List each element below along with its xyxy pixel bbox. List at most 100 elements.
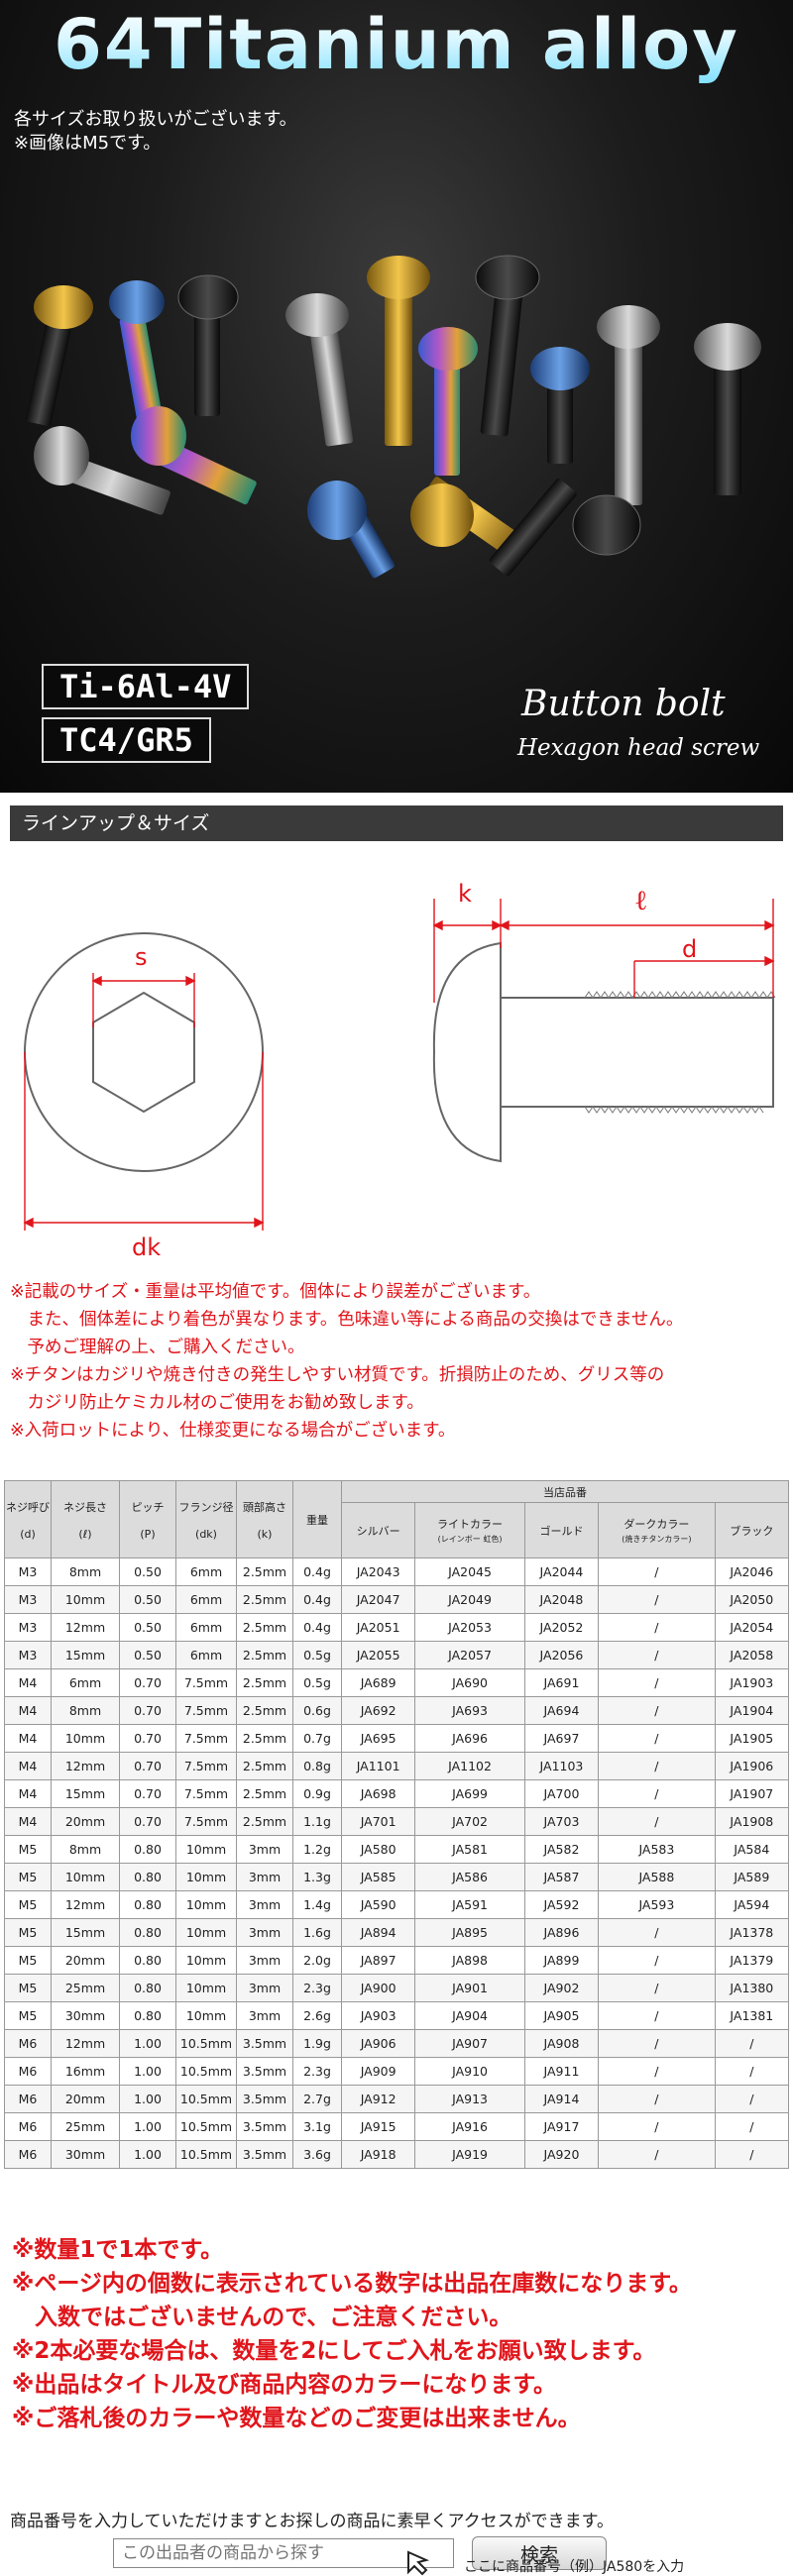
table-cell: / — [598, 1779, 716, 1808]
table-cell: JA2053 — [414, 1613, 525, 1642]
table-cell: M6 — [4, 2112, 52, 2141]
table-cell: M5 — [4, 1890, 52, 1919]
table-cell: M3 — [4, 1641, 52, 1669]
order-note-line: ※ページ内の個数に表示されている数字は出品在庫数になります。 — [12, 2271, 692, 2297]
table-cell: 6mm — [175, 1613, 237, 1642]
table-cell: M5 — [4, 1946, 52, 1975]
note-line: ※チタンはカジリや焼き付きの発生しやすい材質です。折損防止のため、グリス等の — [10, 1365, 665, 1385]
bolt-black-lying-icon — [489, 478, 641, 577]
table-cell: JA593 — [598, 1890, 716, 1919]
table-cell: / — [598, 1641, 716, 1669]
table-cell: 10.5mm — [175, 2029, 237, 2058]
table-cell: 1.00 — [119, 2085, 176, 2113]
col-group-product-code: 当店品番 — [341, 1480, 789, 1503]
col-thread: ネジ呼び(d) — [4, 1480, 52, 1558]
table-cell: / — [598, 2112, 716, 2141]
table-cell: JA702 — [414, 1807, 525, 1836]
table-cell: 2.3g — [292, 1974, 342, 2002]
note-line: また、個体差により着色が異なります。色味違い等による商品の交換はできません。 — [10, 1310, 684, 1330]
table-cell: 12mm — [51, 1752, 120, 1780]
search-button[interactable]: 検索 — [472, 2536, 607, 2570]
table-cell: M4 — [4, 1668, 52, 1697]
table-cell: / — [598, 2001, 716, 2030]
table-cell: JA692 — [340, 1696, 416, 1725]
search-input[interactable] — [113, 2538, 454, 2568]
table-cell: 12mm — [51, 1890, 120, 1919]
hero-note-sizes: 各サイズお取り扱いがございます。 — [14, 109, 297, 130]
table-cell: JA581 — [414, 1835, 525, 1864]
table-cell: 0.70 — [119, 1724, 176, 1753]
table-cell: 7.5mm — [175, 1752, 237, 1780]
table-cell: 3mm — [236, 1863, 293, 1891]
table-cell: 3.1g — [292, 2112, 342, 2141]
table-cell: 0.80 — [119, 1974, 176, 2002]
table-cell: 0.70 — [119, 1696, 176, 1725]
table-cell: JA1103 — [523, 1752, 600, 1780]
table-cell: 30mm — [51, 2140, 120, 2169]
table-cell: 2.5mm — [236, 1585, 293, 1614]
table-cell: 3mm — [236, 1946, 293, 1975]
table-cell: JA1904 — [714, 1696, 790, 1725]
table-cell: 7.5mm — [175, 1779, 237, 1808]
table-cell: JA701 — [340, 1807, 416, 1836]
table-cell: JA912 — [340, 2085, 416, 2113]
table-cell: 0.50 — [119, 1613, 176, 1642]
table-cell: 15mm — [51, 1779, 120, 1808]
table-cell: 0.70 — [119, 1668, 176, 1697]
table-cell: JA694 — [523, 1696, 600, 1725]
table-cell: 10mm — [175, 1863, 237, 1891]
table-cell: JA904 — [414, 2001, 525, 2030]
table-cell: JA588 — [598, 1863, 716, 1891]
table-cell: JA909 — [340, 2057, 416, 2086]
table-cell: / — [598, 1946, 716, 1975]
table-cell: / — [598, 1613, 716, 1642]
table-cell: 0.70 — [119, 1779, 176, 1808]
table-cell: JA2058 — [714, 1641, 790, 1669]
table-cell: 0.5g — [292, 1668, 342, 1697]
table-cell: 2.5mm — [236, 1668, 293, 1697]
table-cell: 10mm — [175, 1918, 237, 1947]
table-cell: 0.80 — [119, 1946, 176, 1975]
table-cell: / — [598, 2029, 716, 2058]
table-cell: 0.6g — [292, 1696, 342, 1725]
hero-banner: 64Titanium alloy 各サイズお取り扱いがございます。 ※画像はM5… — [0, 0, 793, 793]
order-note-line: ※2本必要な場合は、数量を2にしてご入札をお願い致します。 — [12, 2338, 656, 2364]
side-view-icon — [432, 941, 774, 1163]
bolt-silver-icon — [285, 293, 354, 447]
table-cell: JA2050 — [714, 1585, 790, 1614]
table-cell: / — [598, 1752, 716, 1780]
bolt-silver-tall-icon — [597, 305, 660, 505]
table-cell: JA690 — [414, 1668, 525, 1697]
table-cell: JA1102 — [414, 1752, 525, 1780]
table-cell: 2.5mm — [236, 1752, 293, 1780]
table-cell: 16mm — [51, 2057, 120, 2086]
table-cell: 0.4g — [292, 1613, 342, 1642]
table-cell: JA1101 — [340, 1752, 416, 1780]
table-cell: 2.5mm — [236, 1807, 293, 1836]
table-cell: 1.3g — [292, 1863, 342, 1891]
table-cell: 8mm — [51, 1835, 120, 1864]
table-cell: JA583 — [598, 1835, 716, 1864]
table-cell: 1.00 — [119, 2112, 176, 2141]
search-help-text: 商品番号を入力していただけますとお探しの商品に素早くアクセスができます。 — [10, 2512, 614, 2531]
table-cell: 3.5mm — [236, 2029, 293, 2058]
table-cell: 0.80 — [119, 1890, 176, 1919]
table-cell: 0.50 — [119, 1585, 176, 1614]
table-cell: JA2056 — [523, 1641, 600, 1669]
label-dk: dk — [132, 1234, 161, 1260]
note-line: カジリ防止ケミカル材のご使用をお勧め致します。 — [10, 1393, 424, 1413]
table-cell: 0.4g — [292, 1557, 342, 1586]
table-cell: 30mm — [51, 2001, 120, 2030]
table-cell: JA698 — [340, 1779, 416, 1808]
table-cell: JA700 — [523, 1779, 600, 1808]
note-line: ※入荷ロットにより、仕様変更になる場合がございます。 — [10, 1421, 456, 1441]
table-cell: 10mm — [51, 1585, 120, 1614]
table-cell: JA584 — [714, 1835, 790, 1864]
